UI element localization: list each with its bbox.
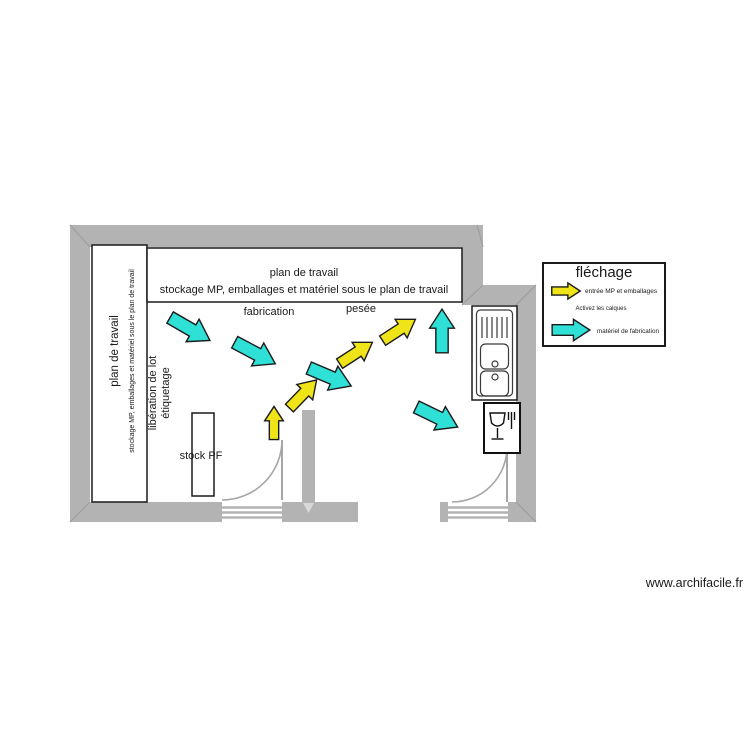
wall-bottom-2 [282,502,358,522]
arrows-layer [164,283,590,440]
legend-item-material-label: matériel de fabrication [597,328,659,335]
label-liberation-line2: étiquetage [160,367,172,418]
door-right [451,446,508,503]
sink-drain-1 [491,360,499,368]
legend-item-entry-label: entrée MP et emballages [585,288,658,295]
flow-arrow-material-2 [229,331,282,376]
work-surface-box: plan de travail stockage MP, emballages … [146,247,463,303]
sink-basin-2 [479,370,510,397]
door-threshold-right [448,502,508,522]
flow-arrow-entry-2 [334,333,379,373]
wall-partition [302,410,315,502]
legend-arrow-cyan [552,319,590,340]
work-surface-line1: plan de travail [270,267,339,279]
sink-basin-1 [479,343,510,370]
flow-arrow-material-3 [304,356,357,398]
wall-bottom-4 [508,502,536,522]
walls [70,225,536,522]
flow-arrow-material-5 [411,395,464,439]
left-counter-subtitle: stockage MP, emballages et matériel sous… [129,269,136,453]
legend-title: fléchage [576,264,633,281]
flow-arrow-material-4 [430,309,455,353]
watermark: www.archifacile.fr [645,576,743,590]
label-fabrication: fabrication [244,306,295,318]
wine-glass-fork-icon [489,412,516,440]
wall-bottom-1 [70,502,222,522]
flow-arrow-entry-1 [281,372,324,415]
door-left-swing-arc [221,439,283,501]
left-counter: plan de travail stockage MP, emballages … [91,244,148,503]
legend-arrow-yellow [552,283,581,299]
wall-top [70,225,483,247]
label-pesee: pesée [346,303,376,315]
stock-pf-unit [191,412,215,497]
work-surface-line2: stockage MP, emballages et matériel sous… [160,284,448,296]
sink-drainer-lines [481,317,508,338]
wall-right [516,305,536,522]
label-stock-pf: stock PF [180,450,223,462]
door-right-swing-arc [451,446,508,503]
door-threshold-left [222,502,282,522]
partition-foot-notch [303,503,314,513]
dishwasher-unit [483,402,521,454]
wall-miters [69,224,537,523]
flow-arrow-entry-3 [377,310,422,350]
wall-bottom-3 [440,502,448,522]
left-counter-title: plan de travail [109,315,121,387]
legend-hint: Activez les calques [575,306,626,312]
wall-top-right-band [483,285,536,305]
flow-arrow-material-1 [164,306,217,352]
sink-drain-2 [491,373,499,381]
wall-left [70,247,90,522]
label-liberation-line1: libération de lot [147,356,159,431]
flow-arrow-entry-4 [265,406,284,439]
wall-step-vertical [462,247,483,305]
sink-unit [471,305,518,401]
door-left [221,439,283,501]
